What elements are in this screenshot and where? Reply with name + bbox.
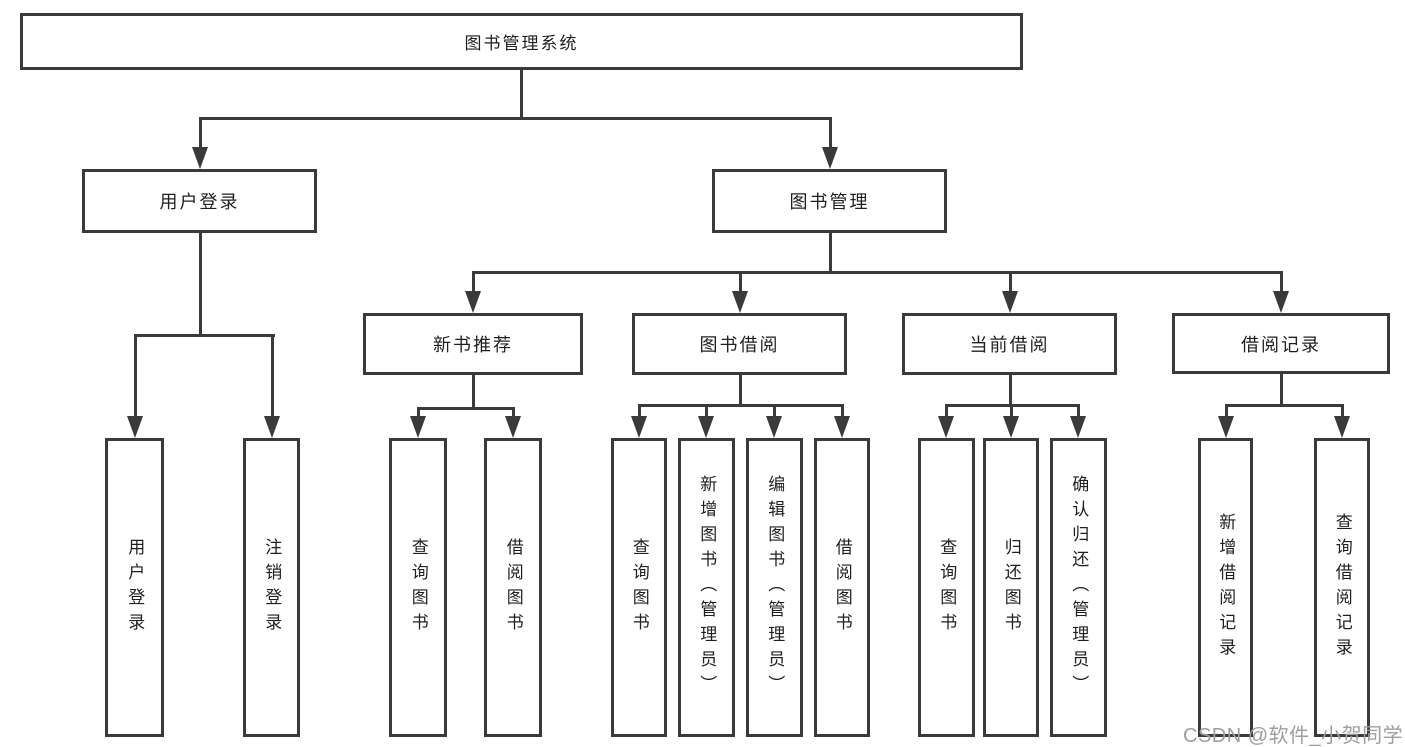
arrow-down-icon: [1003, 416, 1019, 438]
connector-line: [1279, 374, 1283, 405]
connector-line: [738, 272, 742, 292]
leaf-return-book: 归还图书: [983, 438, 1039, 737]
connector-line: [198, 118, 202, 148]
connector-line: [704, 405, 708, 418]
connector-line: [1340, 405, 1344, 418]
connector-line: [637, 405, 641, 418]
leaf-label: 新增借阅记录: [1216, 512, 1236, 663]
leaf-label: 编辑图书（管理员）: [765, 475, 785, 700]
arrow-down-icon: [822, 147, 838, 169]
leaf-label: 确认归还（管理员）: [1069, 475, 1089, 700]
connector-line: [1279, 272, 1283, 292]
leaf-logout: 注销登录: [243, 438, 300, 737]
leaf-add-borrow-record: 新增借阅记录: [1198, 438, 1253, 737]
node-label: 新书推荐: [433, 335, 513, 355]
arrow-down-icon: [465, 291, 481, 313]
node-borrow-records: 借阅记录: [1172, 313, 1390, 374]
arrow-down-icon: [1070, 416, 1086, 438]
connector-line: [772, 405, 776, 418]
arrow-down-icon: [264, 416, 280, 438]
arrow-down-icon: [410, 416, 426, 438]
node-book-borrow: 图书借阅: [632, 313, 847, 375]
leaf-label: 借阅图书: [832, 537, 852, 638]
connector-line: [828, 233, 832, 272]
arrow-down-icon: [938, 416, 954, 438]
node-label: 图书借阅: [699, 335, 780, 355]
connector-line: [133, 333, 275, 337]
leaf-query-books-current: 查询图书: [918, 438, 975, 737]
connector-line: [1008, 272, 1012, 292]
node-label: 当前借阅: [969, 335, 1050, 355]
node-book-management-branch: 图书管理: [712, 169, 947, 233]
leaf-borrow-books: 借阅图书: [814, 438, 870, 737]
arrow-down-icon: [698, 416, 714, 438]
connector-line: [511, 408, 515, 418]
node-label: 用户登录: [159, 192, 240, 212]
leaf-label: 注销登录: [262, 537, 282, 638]
arrow-down-icon: [1273, 291, 1289, 313]
leaf-label: 查询借阅记录: [1332, 512, 1352, 663]
arrow-down-icon: [631, 416, 647, 438]
leaf-borrow-books-recommend: 借阅图书: [484, 438, 542, 737]
leaf-query-borrow-record: 查询借阅记录: [1314, 438, 1370, 737]
arrow-down-icon: [127, 416, 143, 438]
connector-line: [1076, 405, 1080, 418]
node-current-borrow: 当前借阅: [902, 313, 1117, 375]
leaf-confirm-return-admin: 确认归还（管理员）: [1050, 438, 1107, 737]
arrow-down-icon: [1334, 416, 1350, 438]
leaf-add-book-admin: 新增图书（管理员）: [678, 438, 735, 737]
arrow-down-icon: [192, 147, 208, 169]
leaf-label: 查询图书: [937, 537, 957, 638]
arrow-down-icon: [766, 416, 782, 438]
connector-line: [416, 406, 515, 410]
node-label: 图书管理: [789, 192, 870, 212]
connector-line: [1009, 405, 1013, 418]
connector-line: [471, 375, 475, 408]
arrow-down-icon: [834, 416, 850, 438]
leaf-label: 借阅图书: [503, 537, 523, 638]
csdn-watermark: CSDN @软件_小贺同学: [1183, 725, 1404, 747]
connector-line: [416, 408, 420, 418]
connector-line: [1008, 375, 1012, 405]
leaf-label: 查询图书: [408, 537, 428, 638]
connector-line: [637, 403, 844, 407]
arrow-down-icon: [1002, 291, 1018, 313]
leaf-label: 查询图书: [629, 537, 649, 638]
node-user-login-branch: 用户登录: [82, 169, 317, 233]
connector-line: [198, 233, 202, 335]
leaf-query-books-recommend: 查询图书: [389, 438, 447, 737]
connector-line: [738, 375, 742, 405]
connector-line: [840, 405, 844, 418]
arrow-down-icon: [505, 416, 521, 438]
connector-line: [198, 116, 832, 120]
leaf-edit-book-admin: 编辑图书（管理员）: [746, 438, 803, 737]
connector-line: [944, 405, 948, 418]
leaf-label: 归还图书: [1001, 537, 1021, 638]
node-new-book-recommend: 新书推荐: [363, 313, 583, 375]
connector-line: [270, 335, 274, 417]
connector-line: [471, 270, 1283, 274]
connector-line: [133, 335, 137, 417]
leaf-query-books-borrow: 查询图书: [611, 438, 667, 737]
node-label: 借阅记录: [1241, 334, 1321, 355]
leaf-label: 用户登录: [125, 537, 145, 638]
leaf-label: 新增图书（管理员）: [697, 475, 717, 700]
connector-line: [1224, 405, 1228, 418]
arrow-down-icon: [732, 291, 748, 313]
connector-line: [1224, 403, 1344, 407]
node-root-library-system: 图书管理系统: [20, 13, 1023, 70]
arrow-down-icon: [1218, 416, 1234, 438]
connector-line: [471, 272, 475, 292]
connector-line: [519, 70, 523, 118]
leaf-user-login: 用户登录: [105, 438, 164, 737]
node-label: 图书管理系统: [464, 34, 579, 53]
connector-line: [828, 118, 832, 148]
